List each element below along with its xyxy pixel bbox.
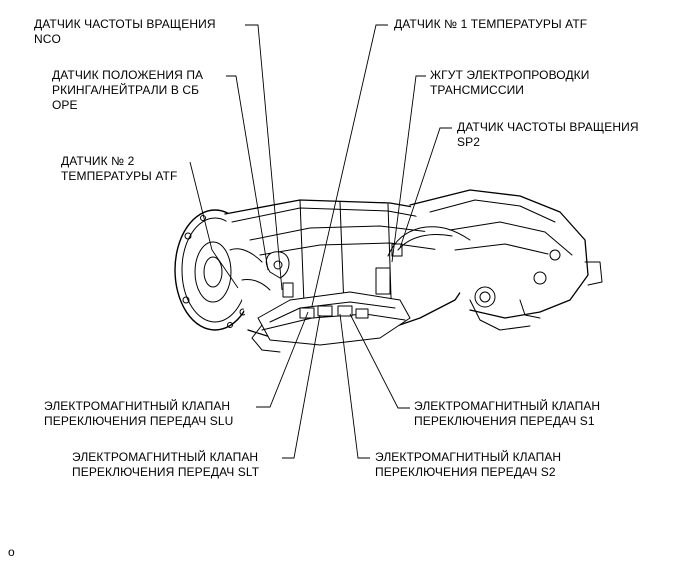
label-park-neutral-switch: ДАТЧИК ПОЛОЖЕНИЯ ПА РКИНГА/НЕЙТРАЛИ В СБ… <box>52 68 204 112</box>
leader-s1 <box>349 313 410 409</box>
label-solenoid-slu: ЭЛЕКТРОМАГНИТНЫЙ КЛАПАН ПЕРЕКЛЮЧЕНИЯ ПЕР… <box>44 399 234 428</box>
leader-sp2 <box>399 127 452 249</box>
leader-slt <box>282 314 321 459</box>
label-sp2-sensor: ДАТЧИК ЧАСТОТЫ ВРАЩЕНИЯ SP2 <box>457 120 639 149</box>
leader-atf-temp-2 <box>189 161 239 289</box>
leader-s2 <box>339 313 370 459</box>
footer-mark: o <box>8 545 15 559</box>
label-solenoid-s2: ЭЛЕКТРОМАГНИТНЫЙ КЛАПАН ПЕРЕКЛЮЧЕНИЯ ПЕР… <box>375 450 562 479</box>
label-solenoid-s1: ЭЛЕКТРОМАГНИТНЫЙ КЛАПАН ПЕРЕКЛЮЧЕНИЯ ПЕР… <box>414 399 601 428</box>
label-atf-temp-sensor-2: ДАТЧИК № 2 ТЕМПЕРАТУРЫ ATF <box>61 154 178 183</box>
leader-wire-harness <box>391 75 426 263</box>
leader-slu <box>256 311 309 408</box>
label-solenoid-slt: ЭЛЕКТРОМАГНИТНЫЙ КЛАПАН ПЕРЕКЛЮЧЕНИЯ ПЕР… <box>72 450 260 479</box>
leader-park-neutral <box>226 75 269 271</box>
label-wire-harness: ЖГУТ ЭЛЕКТРОПРОВОДКИ ТРАНСМИССИИ <box>430 68 590 97</box>
leader-nco <box>245 24 283 291</box>
label-atf-temp-sensor-1: ДАТЧИК № 1 ТЕМПЕРАТУРЫ ATF <box>394 17 588 31</box>
leader-atf-temp-1 <box>311 24 388 307</box>
leader-lines <box>189 24 452 459</box>
transmission-drawing <box>174 189 603 353</box>
label-nco-sensor: ДАТЧИК ЧАСТОТЫ ВРАЩЕНИЯ NCO <box>34 17 216 46</box>
